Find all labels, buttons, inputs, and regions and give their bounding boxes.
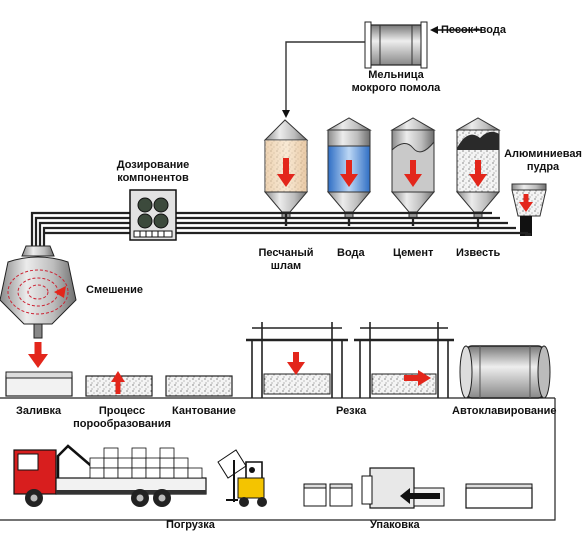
dosing-label: Дозирование компонентов — [116, 159, 190, 184]
loading-label: Погрузка — [166, 519, 215, 531]
mixer — [0, 245, 77, 368]
block-cutting-1 — [263, 373, 331, 395]
autoclave — [459, 345, 551, 399]
cutting-arrow-right — [404, 370, 431, 386]
mill-to-silo-pipe — [282, 41, 365, 118]
cutting-arrow-down — [287, 352, 305, 375]
wet-grinding-mill — [364, 21, 428, 69]
lime-silo — [455, 117, 501, 219]
cement-label: Цемент — [393, 247, 434, 259]
water-silo — [326, 117, 372, 219]
lime-label: Известь — [456, 247, 501, 259]
sand-slurry-silo — [263, 119, 309, 219]
autoclaving-label: Автоклавирование — [452, 405, 557, 417]
cutting-label: Резка — [336, 405, 367, 417]
tilting-label: Кантование — [172, 405, 236, 417]
packed-block — [465, 483, 533, 509]
sand-slurry-label: Песчаный шлам — [258, 247, 314, 272]
truck — [13, 444, 207, 507]
packing-label: Упаковка — [370, 519, 420, 531]
sand-water-inlet-arrow — [430, 26, 482, 34]
pouring-mold — [5, 371, 73, 397]
cement-silo — [390, 117, 436, 219]
pouring-label: Заливка — [16, 405, 62, 417]
packing-small-blocks — [303, 483, 353, 507]
feed-pipes — [30, 211, 531, 248]
mixing-label: Смешение — [86, 284, 144, 296]
cutting-station-2 — [354, 322, 454, 398]
aluminum-powder-label: Алюминиевая пудра — [504, 148, 582, 173]
foaming-mold — [85, 371, 153, 397]
sand-water-label: Песок+вода — [441, 24, 506, 36]
aluminum-powder-hopper — [511, 183, 547, 236]
packing-machine — [361, 467, 445, 509]
mill-label: Мельница мокрого помола — [351, 69, 441, 94]
cutting-station-1 — [246, 322, 348, 398]
water-label: Вода — [337, 247, 365, 259]
foaming-process-label: Процесс порообразования — [73, 405, 171, 430]
dosing-unit — [129, 189, 177, 241]
forklift — [217, 449, 267, 507]
tilted-mold — [165, 375, 233, 397]
lower-section-frame — [0, 398, 556, 521]
